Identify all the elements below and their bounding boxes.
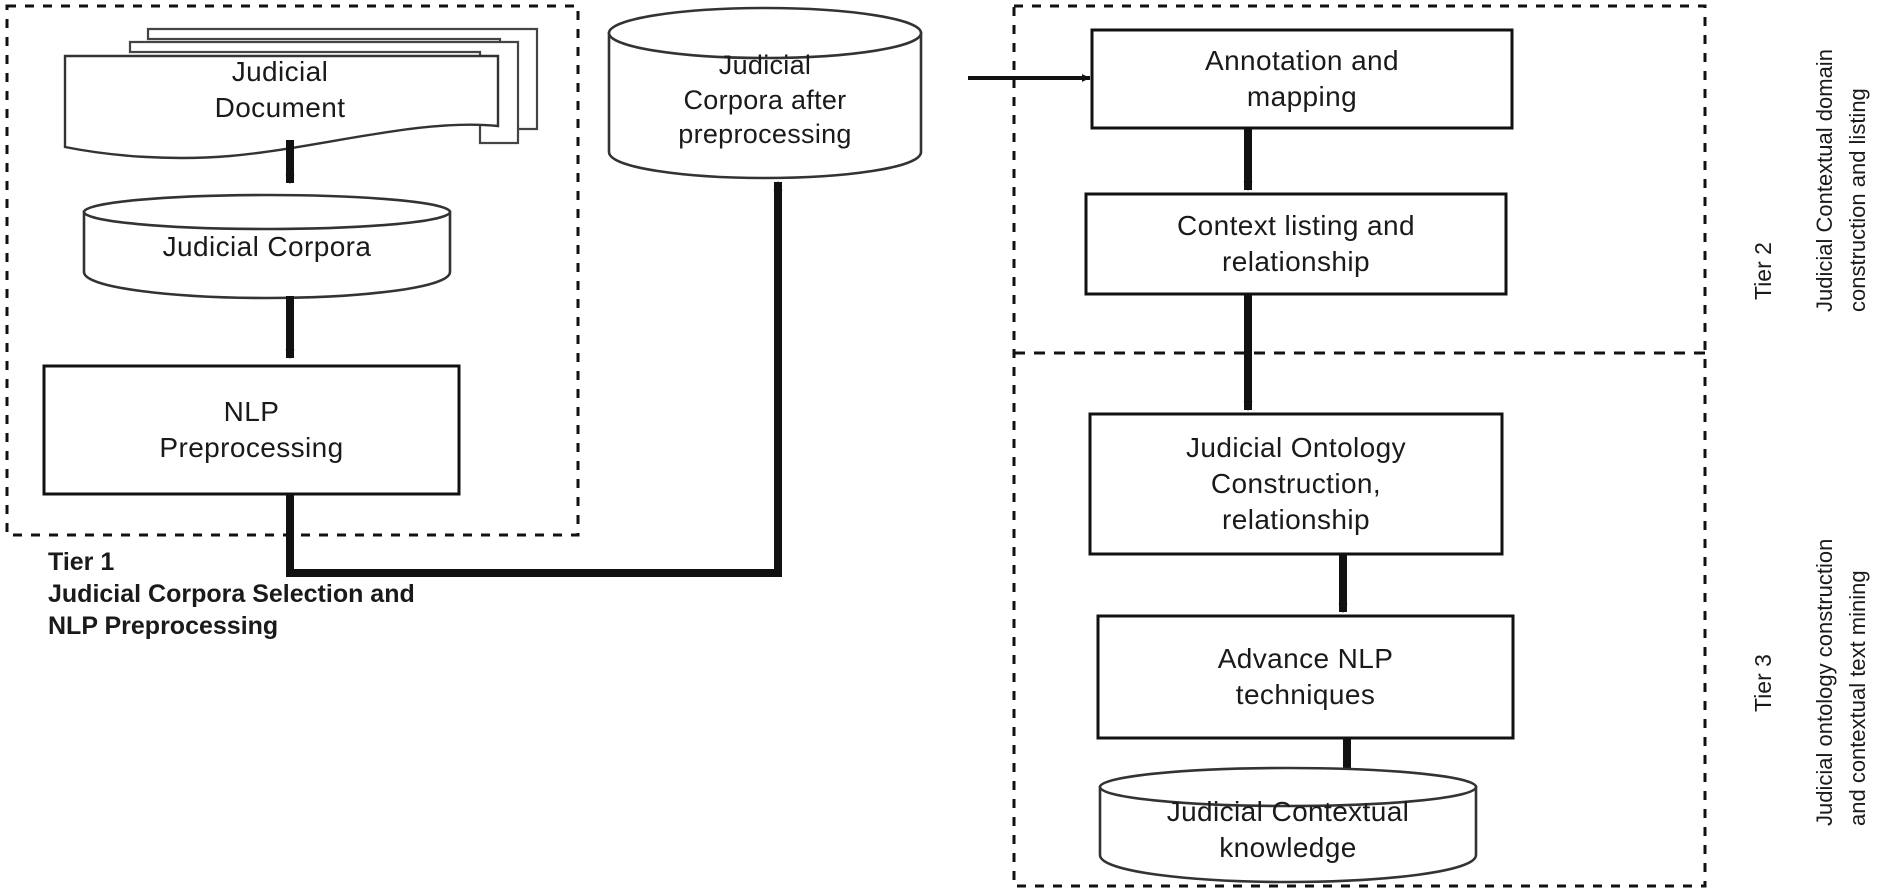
tier2-tier3-dashed-boundary	[1012, 4, 1707, 888]
tier1-caption-line3: NLP Preprocessing	[48, 612, 279, 640]
tier1-caption-line2: Judicial Corpora Selection and	[48, 580, 415, 608]
tier3-label-line1: Judicial ontology construction	[1812, 538, 1837, 826]
edge-nlp-to-corpora-after	[286, 181, 783, 577]
tier3-label-number: Tier 3	[1750, 654, 1776, 712]
advance-nlp-rect	[1096, 614, 1515, 740]
tier2-label-line2: construction and listing	[1845, 88, 1870, 312]
judicial-corpora-after-preprocessing-cylinder	[607, 6, 923, 180]
tier1-dashed-boundary	[5, 4, 580, 537]
judicial-ontology-rect	[1088, 412, 1504, 556]
nlp-preprocessing-rect	[42, 364, 461, 496]
tier1-caption-line1: Tier 1	[48, 548, 115, 576]
tier3-label-line2: and contextual text mining	[1845, 570, 1870, 826]
judicial-contextual-knowledge-cylinder	[1098, 766, 1478, 884]
context-listing-rect	[1084, 192, 1508, 296]
judicial-corpora-cylinder	[82, 193, 452, 300]
judicial-document-shape	[63, 27, 539, 160]
tier2-label-line1: Judicial Contextual domain	[1812, 49, 1837, 312]
tier2-label-number: Tier 2	[1750, 242, 1776, 300]
annotation-and-mapping-rect	[1090, 28, 1514, 130]
